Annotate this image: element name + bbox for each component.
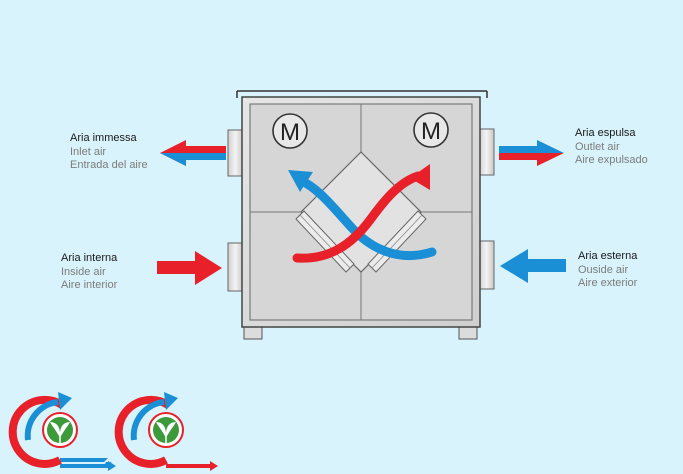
motor-right-label: M — [421, 118, 441, 145]
eco-logo-icon — [8, 392, 116, 471]
internal-cold-flow — [288, 170, 437, 260]
unit-top-bracket — [236, 90, 488, 98]
label-inside-air-en: Inside air — [61, 265, 106, 278]
label-outlet-air-es: Aire expulsado — [575, 154, 648, 166]
label-inside-air: Aria interna Inside air Aire interior — [61, 252, 117, 293]
arrow-outlet-air — [499, 140, 564, 166]
arrow-inside-air — [157, 251, 222, 285]
arrow-outside-air — [500, 249, 566, 283]
label-inlet-air-es: Entrada del aire — [70, 159, 148, 171]
label-inlet-air: Aria immessa Inlet air Entrada del aire — [70, 132, 148, 173]
label-outside-air-en: Ouside air — [578, 263, 629, 276]
label-inside-air-it: Aria interna — [61, 252, 118, 264]
motor-left-label: M — [280, 119, 300, 146]
arrow-inlet-air — [160, 140, 226, 166]
port-top-right — [478, 128, 495, 176]
label-outside-air: Aria esterna Ouside air Aire exterior — [578, 250, 637, 291]
label-outside-air-it: Aria esterna — [578, 250, 638, 262]
label-outside-air-es: Aire exterior — [578, 277, 638, 289]
port-bottom-left — [227, 242, 244, 292]
motor-icon: M — [272, 113, 308, 149]
label-outlet-air-en: Outlet air — [575, 140, 620, 153]
internal-hot-flow — [292, 164, 430, 263]
eco-logo-icon — [114, 392, 218, 471]
label-inside-air-es: Aire interior — [61, 279, 118, 291]
label-outlet-air-it: Aria espulsa — [575, 127, 636, 139]
label-inlet-air-it: Aria immessa — [70, 132, 137, 144]
label-outlet-air: Aria espulsa Outlet air Aire expulsado — [575, 127, 648, 168]
motor-icon: M — [413, 112, 449, 148]
port-bottom-right — [478, 240, 495, 290]
label-inlet-air-en: Inlet air — [70, 145, 107, 158]
heat-exchanger-icon — [295, 151, 427, 273]
port-top-left — [227, 129, 244, 177]
